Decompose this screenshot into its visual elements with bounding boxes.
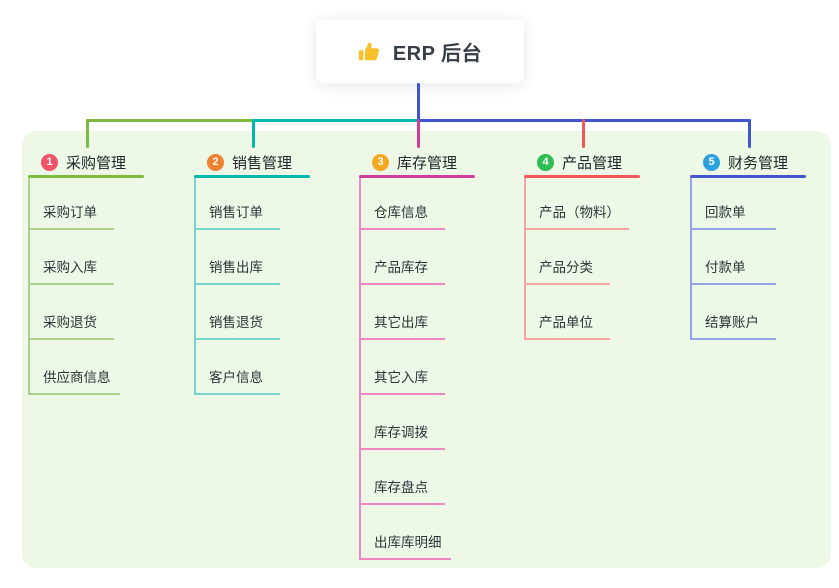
child-node-label: 付款单 (705, 260, 746, 275)
branch-node: 4 产品管理 产品（物料） 产品分类 产品单位 (524, 150, 640, 340)
child-node-label: 仓库信息 (374, 205, 428, 220)
branch-underline (194, 175, 310, 178)
child-node-label: 产品库存 (374, 260, 428, 275)
child-node-label: 库存盘点 (374, 480, 428, 495)
child-node[interactable]: 出库库明细 (361, 505, 451, 560)
child-node[interactable]: 采购退货 (30, 285, 114, 340)
child-node-label: 其它入库 (374, 370, 428, 385)
child-node[interactable]: 产品分类 (526, 230, 610, 285)
child-node[interactable]: 销售订单 (196, 178, 280, 230)
child-node-label: 产品分类 (539, 260, 593, 275)
root-node-title: ERP 后台 (392, 43, 483, 65)
child-node-label: 其它出库 (374, 315, 428, 330)
branch-number-badge: 4 (537, 154, 554, 171)
branch-children: 销售订单 销售出库 销售退货 客户信息 (194, 178, 280, 395)
child-node-label: 采购入库 (43, 260, 97, 275)
branch-header[interactable]: 3 库存管理 (359, 150, 475, 175)
child-node[interactable]: 其它入库 (361, 340, 445, 395)
branch-children: 回款单 付款单 结算账户 (690, 178, 776, 340)
child-node[interactable]: 仓库信息 (361, 178, 445, 230)
branch-number-badge: 2 (207, 154, 224, 171)
branch-children: 仓库信息 产品库存 其它出库 其它入库 库存调拨 库存盘点 出库库明细 (359, 178, 451, 560)
child-node[interactable]: 产品库存 (361, 230, 445, 285)
branch-header[interactable]: 4 产品管理 (524, 150, 640, 175)
branch-title: 库存管理 (397, 155, 458, 172)
branch-underline (690, 175, 806, 178)
child-node[interactable]: 其它出库 (361, 285, 445, 340)
branch-underline (28, 175, 144, 178)
child-node-label: 产品（物料） (539, 205, 620, 220)
branch-number-badge: 1 (41, 154, 58, 171)
child-node-label: 产品单位 (539, 315, 593, 330)
child-node-label: 销售订单 (209, 205, 263, 220)
child-node[interactable]: 销售退货 (196, 285, 280, 340)
child-node-label: 库存调拨 (374, 425, 428, 440)
child-node[interactable]: 采购订单 (30, 178, 114, 230)
branch-header[interactable]: 5 财务管理 (690, 150, 806, 175)
branch-title: 产品管理 (562, 155, 623, 172)
thumbs-up-icon (358, 40, 382, 64)
child-node[interactable]: 回款单 (692, 178, 776, 230)
child-node[interactable]: 客户信息 (196, 340, 280, 395)
child-node[interactable]: 产品（物料） (526, 178, 629, 230)
child-node[interactable]: 库存调拨 (361, 395, 445, 450)
root-node[interactable]: ERP 后台 (316, 20, 524, 83)
child-node-label: 回款单 (705, 205, 746, 220)
child-node[interactable]: 付款单 (692, 230, 776, 285)
branch-number-badge: 3 (372, 154, 389, 171)
branch-title: 财务管理 (728, 155, 789, 172)
branches-panel (22, 131, 831, 568)
branch-children: 产品（物料） 产品分类 产品单位 (524, 178, 629, 340)
branch-title: 采购管理 (66, 155, 127, 172)
child-node[interactable]: 库存盘点 (361, 450, 445, 505)
branch-header[interactable]: 2 销售管理 (194, 150, 310, 175)
child-node-label: 销售出库 (209, 260, 263, 275)
branch-children: 采购订单 采购入库 采购退货 供应商信息 (28, 178, 120, 395)
branch-node: 5 财务管理 回款单 付款单 结算账户 (690, 150, 806, 340)
branch-node: 2 销售管理 销售订单 销售出库 销售退货 客户信息 (194, 150, 310, 395)
child-node-label: 结算账户 (705, 315, 759, 330)
branch-number-badge: 5 (703, 154, 720, 171)
branch-node: 1 采购管理 采购订单 采购入库 采购退货 供应商信息 (28, 150, 144, 395)
child-node[interactable]: 采购入库 (30, 230, 114, 285)
child-node-label: 销售退货 (209, 315, 263, 330)
branch-node: 3 库存管理 仓库信息 产品库存 其它出库 其它入库 库存调拨 库存盘点 出库库… (359, 150, 475, 560)
branch-underline (359, 175, 475, 178)
child-node-label: 客户信息 (209, 370, 263, 385)
child-node[interactable]: 供应商信息 (30, 340, 120, 395)
child-node[interactable]: 产品单位 (526, 285, 610, 340)
child-node-label: 供应商信息 (43, 370, 111, 385)
child-node[interactable]: 销售出库 (196, 230, 280, 285)
child-node-label: 出库库明细 (374, 535, 442, 550)
branch-underline (524, 175, 640, 178)
child-node-label: 采购订单 (43, 205, 97, 220)
branch-header[interactable]: 1 采购管理 (28, 150, 144, 175)
child-node-label: 采购退货 (43, 315, 97, 330)
branch-title: 销售管理 (232, 155, 293, 172)
child-node[interactable]: 结算账户 (692, 285, 776, 340)
